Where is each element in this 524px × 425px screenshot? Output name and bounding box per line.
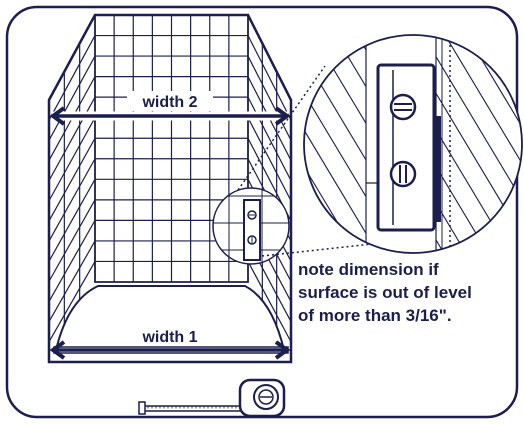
back-wall-outline [94,15,249,283]
tape-measure-icon [138,378,286,418]
note-line-3: of more than 3/16". [298,306,452,325]
level-tool-icon [376,63,436,232]
note-line-2: surface is out of level [298,283,472,302]
leader-line-top [237,65,326,191]
width-2-dimension: width 2 [49,91,291,126]
note-line-1: note dimension if [298,260,439,279]
level-note: note dimension if surface is out of leve… [298,258,522,327]
magnifier-circle-icon [212,187,290,265]
gap-wedge [435,116,441,222]
width-1-dimension: width 1 [49,326,291,360]
zoom-detail-circle [303,34,523,254]
width-2-label: width 2 [141,94,197,111]
small-level-icon [243,199,261,261]
width-1-label: width 1 [141,329,197,346]
